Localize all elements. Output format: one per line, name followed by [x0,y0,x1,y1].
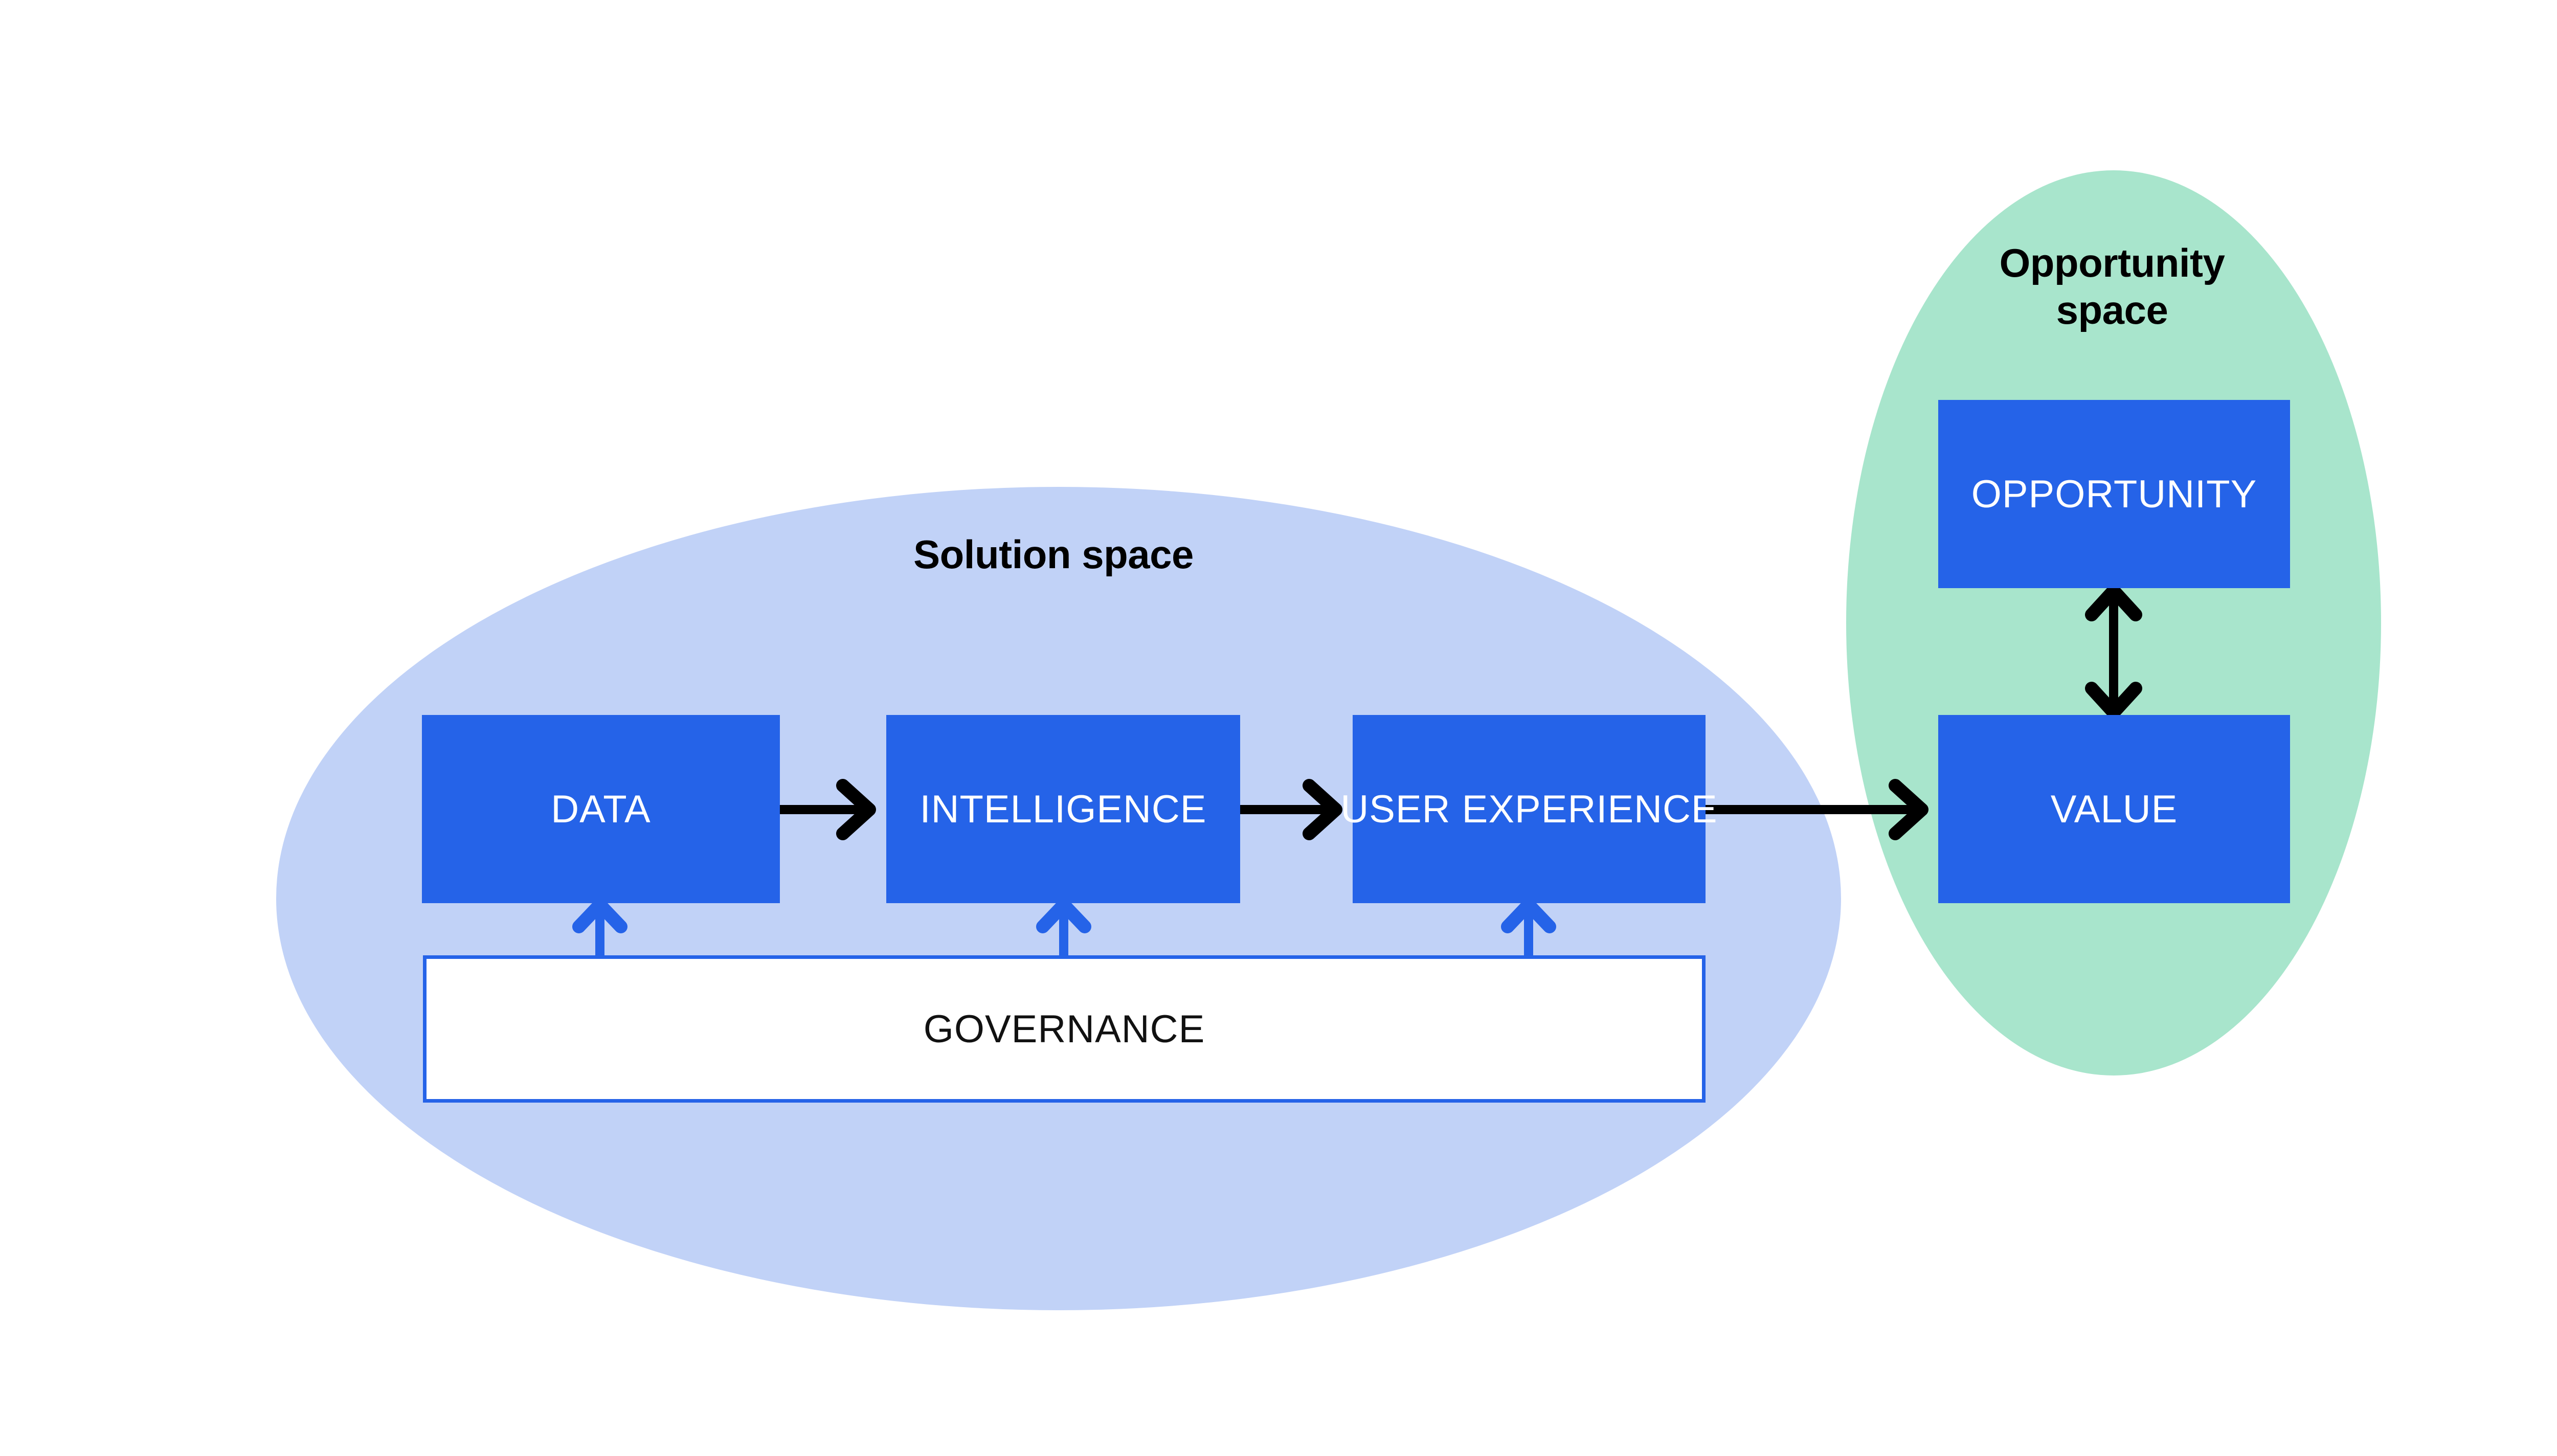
node-data[interactable]: DATA [422,715,780,903]
arrow-governance-to-intelligence [1036,898,1091,955]
arrow-data-to-intelligence [780,779,876,840]
arrow-opportunity-value-bidirectional [2085,584,2142,719]
node-value[interactable]: VALUE [1938,715,2290,903]
node-intelligence[interactable]: INTELLIGENCE [886,715,1240,903]
arrow-intelligence-to-user-experience [1240,779,1342,840]
arrow-governance-to-user-experience [1501,898,1556,955]
node-governance[interactable]: GOVERNANCE [423,955,1706,1103]
arrow-governance-to-data [572,898,627,955]
node-opportunity[interactable]: OPPORTUNITY [1938,400,2290,588]
node-user-experience[interactable]: USER EXPERIENCE [1340,715,1717,903]
arrow-user-experience-to-value [1706,779,1928,840]
